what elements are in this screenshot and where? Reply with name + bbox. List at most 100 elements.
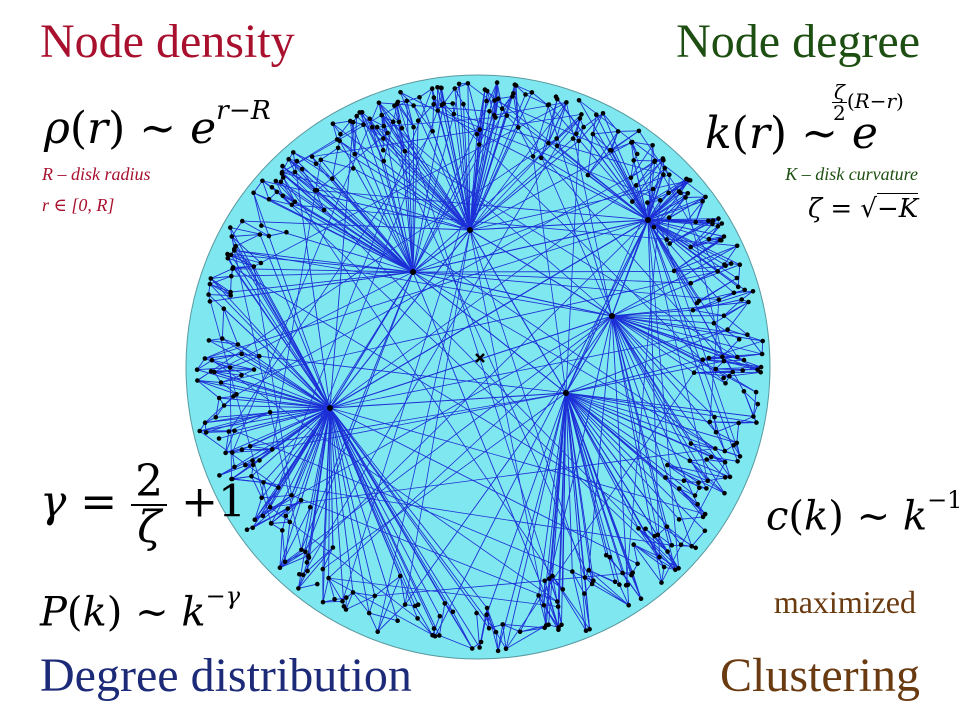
hub-edge [199, 407, 331, 432]
network-edge [230, 276, 232, 293]
network-edge [489, 82, 498, 112]
network-node [297, 572, 302, 577]
network-node [450, 101, 456, 106]
network-node [495, 96, 501, 101]
long-range-edge [253, 266, 292, 496]
network-node [735, 354, 740, 360]
hub-edge [291, 407, 331, 496]
network-edge [231, 234, 260, 237]
network-node [221, 306, 227, 312]
network-node [702, 528, 708, 534]
network-edge [486, 607, 497, 633]
network-edge [592, 113, 604, 135]
network-node [202, 356, 208, 361]
hub-edge [611, 150, 649, 221]
network-node [530, 154, 536, 159]
network-node [721, 375, 726, 381]
network-node [279, 169, 285, 175]
network-edge [674, 265, 726, 272]
network-node [736, 337, 742, 342]
network-node [735, 284, 741, 290]
maximized-label: maximized [773, 584, 916, 620]
gamma-formula: γ = 2 ζ +1 [40, 456, 247, 553]
long-range-edge [625, 200, 661, 586]
network-node [652, 158, 658, 164]
network-node [218, 380, 224, 385]
hub-edge [218, 407, 331, 439]
network-node [719, 221, 725, 226]
hub-edge [565, 168, 666, 394]
long-range-edge [199, 430, 279, 488]
hub-edge [565, 392, 679, 569]
network-node [277, 565, 283, 570]
network-edge [515, 85, 519, 128]
node-density-title: Node density [40, 15, 295, 68]
network-edge [547, 102, 567, 144]
disk-center-marker [475, 353, 485, 363]
network-node [330, 545, 336, 550]
network-node [683, 195, 688, 200]
network-node [758, 370, 763, 375]
network-edge [611, 130, 640, 151]
hub-edge [336, 139, 471, 231]
network-edge [715, 422, 739, 433]
network-node [713, 446, 718, 451]
network-node [366, 610, 372, 616]
network-edge [208, 339, 238, 345]
hub-edge [329, 407, 488, 609]
network-node [251, 264, 257, 269]
network-node [206, 338, 212, 343]
hub-edge [205, 407, 331, 424]
network-node [666, 190, 671, 196]
network-node [232, 428, 237, 434]
hub-edge [647, 192, 669, 221]
hub-edge [647, 219, 660, 558]
long-range-edge [231, 102, 380, 453]
network-edge [709, 421, 739, 424]
network-node [385, 130, 390, 136]
network-edge [488, 623, 503, 629]
hub-link-edge [469, 219, 649, 231]
hub-edge [281, 173, 414, 273]
network-edge [378, 102, 400, 123]
hub-edge [647, 219, 700, 302]
network-node [307, 504, 313, 510]
network-node [350, 119, 356, 125]
network-node [728, 261, 734, 266]
network-node [396, 119, 402, 125]
network-node [664, 524, 670, 529]
network-node [734, 243, 740, 249]
network-node [451, 111, 457, 117]
network-edge [369, 118, 384, 151]
network-node [689, 544, 694, 549]
hub-edge [647, 196, 706, 221]
network-edge [284, 521, 291, 562]
long-range-edge [220, 271, 718, 383]
hub-edge [611, 315, 763, 355]
network-edge [679, 516, 704, 520]
hub-edge [467, 83, 471, 231]
hub-edge [401, 127, 471, 231]
network-node [740, 368, 745, 373]
network-node [691, 370, 697, 376]
hub-edge [296, 160, 414, 273]
network-node [711, 320, 717, 326]
network-edge [454, 88, 464, 105]
network-edge [230, 367, 255, 371]
network-edge [747, 334, 763, 355]
network-node [555, 604, 561, 609]
long-range-edge [263, 482, 672, 546]
network-edge [332, 123, 338, 140]
hub-edge [209, 271, 414, 302]
network-node [523, 92, 528, 97]
long-range-edge [685, 197, 725, 362]
network-edge [210, 278, 231, 296]
hub-edge [400, 91, 649, 221]
hub-edge [412, 114, 495, 273]
network-node [228, 225, 233, 230]
network-node [286, 156, 292, 162]
network-edge [592, 114, 597, 135]
long-range-edge [233, 158, 664, 397]
network-node [620, 570, 625, 576]
hub-edge [419, 97, 471, 231]
